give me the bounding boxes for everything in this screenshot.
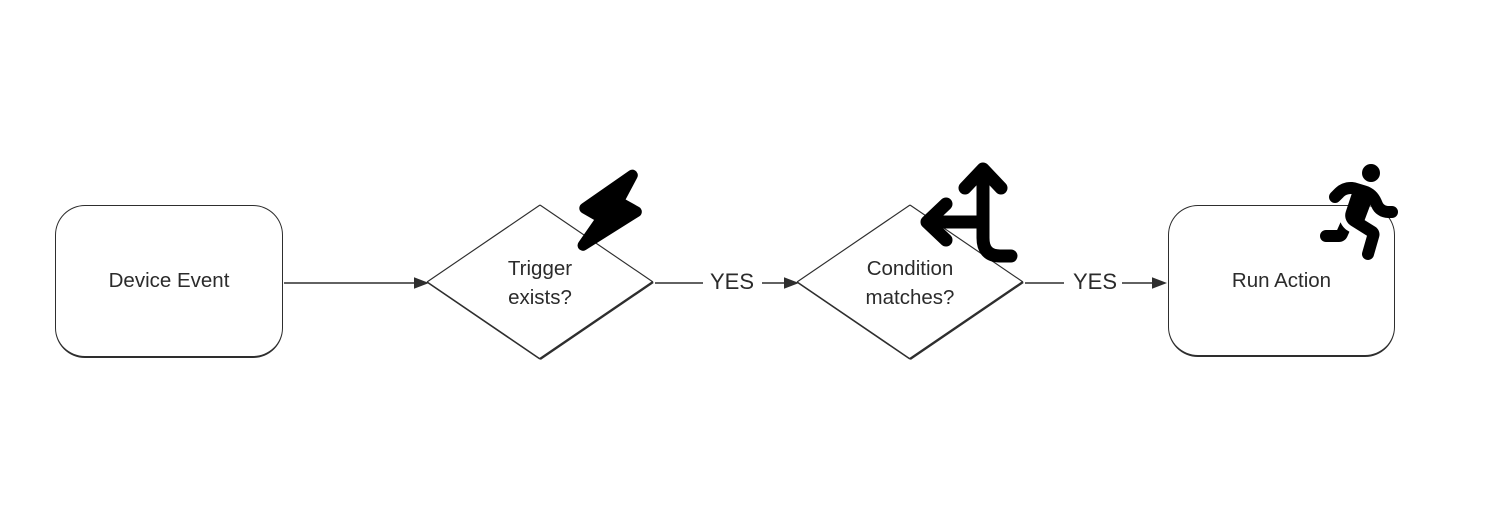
arrowhead-icon [1152,277,1167,289]
arrowhead-icon [414,277,429,289]
node-label: Run Action [1231,268,1332,292]
node-trigger-exists-label: Trigger exists? [507,257,573,309]
edge-arrow-device-to-trigger [284,277,429,289]
edge-arrow-trigger-to-condition [655,277,799,289]
decision-diamond-trigger [426,204,654,360]
lightning-bolt-icon [577,169,642,251]
edge-label-yes-1: YES [709,269,755,294]
edge-label-yes-2: YES [1072,269,1118,294]
node-device-event: Device Event [55,205,283,358]
node-label: Device Event [108,269,230,292]
edge-arrow-condition-to-run [1025,277,1167,289]
node-condition-matches-label: Condition matches? [865,257,955,309]
arrowhead-icon [784,277,799,289]
split-arrows-icon [920,162,1018,263]
running-person-icon [1320,164,1398,261]
node-run-action: Run Action [1168,205,1395,357]
